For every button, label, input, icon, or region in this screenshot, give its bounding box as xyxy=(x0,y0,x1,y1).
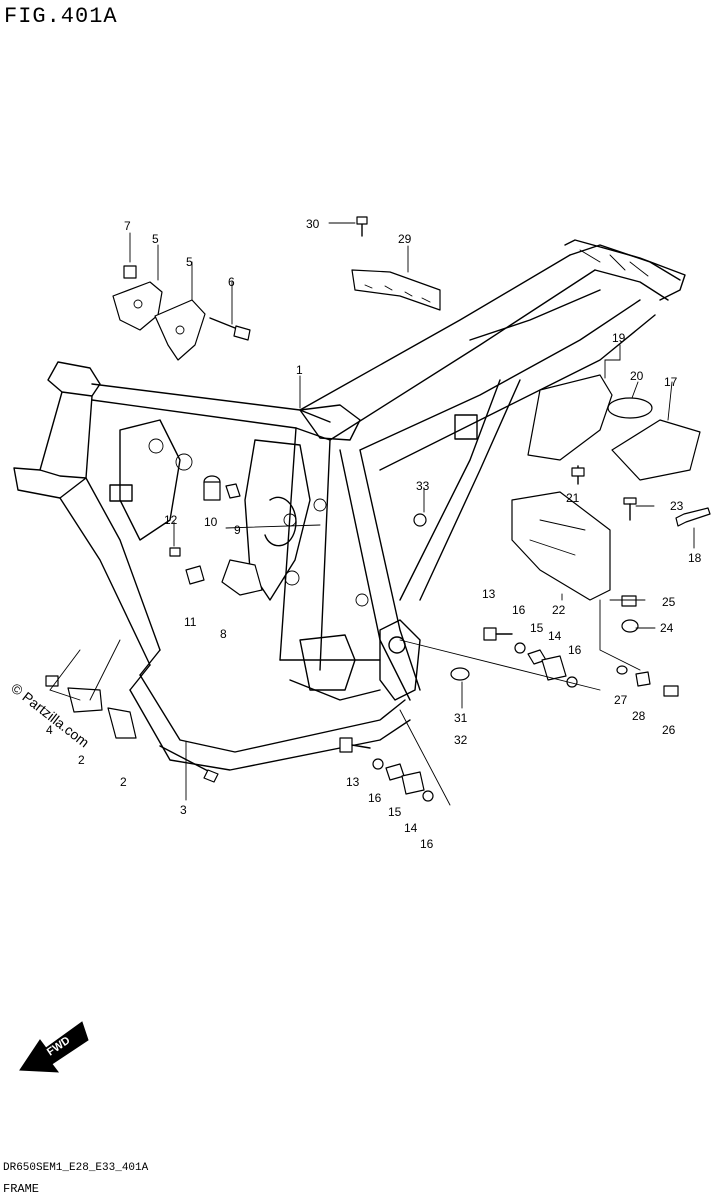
callout-22: 22 xyxy=(552,603,566,617)
callout-14: 14 xyxy=(404,821,418,835)
hardware-right xyxy=(413,497,711,697)
callout-21: 21 xyxy=(566,491,580,505)
callout-33: 33 xyxy=(416,479,430,493)
callout-2: 2 xyxy=(78,753,85,767)
hardware-left xyxy=(45,475,263,783)
callout-13: 13 xyxy=(482,587,496,601)
callout-12: 12 xyxy=(164,513,178,527)
callout-25: 25 xyxy=(662,595,676,609)
callout-5: 5 xyxy=(152,232,159,246)
callout-2: 2 xyxy=(120,775,127,789)
callout-labels: 7 5 5 6 30 29 1 19 20 17 21 23 18 33 10 … xyxy=(46,217,702,851)
hardware-bottom xyxy=(339,737,434,802)
callout-16: 16 xyxy=(420,837,434,851)
callout-20: 20 xyxy=(630,369,644,383)
callout-1: 1 xyxy=(296,363,303,377)
main-frame xyxy=(13,239,686,771)
top-bracket-part29 xyxy=(351,216,441,311)
air-duct-parts xyxy=(511,374,701,601)
callout-13: 13 xyxy=(346,775,360,789)
callout-14: 14 xyxy=(548,629,562,643)
callout-9: 9 xyxy=(234,523,241,537)
callout-15: 15 xyxy=(530,621,544,635)
fwd-arrow-icon: FWD xyxy=(19,1021,89,1073)
callout-16: 16 xyxy=(512,603,526,617)
callout-16: 16 xyxy=(368,791,382,805)
callout-4: 4 xyxy=(46,723,53,737)
footer-diagram-code: DR650SEM1_E28_E33_401A xyxy=(3,1162,149,1174)
callout-19: 19 xyxy=(612,331,626,345)
callout-16: 16 xyxy=(568,643,582,657)
callout-5: 5 xyxy=(186,255,193,269)
callout-32: 32 xyxy=(454,733,468,747)
callout-15: 15 xyxy=(388,805,402,819)
callout-24: 24 xyxy=(660,621,674,635)
callout-8: 8 xyxy=(220,627,227,641)
callout-27: 27 xyxy=(614,693,628,707)
callout-6: 6 xyxy=(228,275,235,289)
callout-11: 11 xyxy=(184,615,197,629)
callout-3: 3 xyxy=(180,803,187,817)
callout-23: 23 xyxy=(670,499,684,513)
callout-10: 10 xyxy=(204,515,218,529)
figure-label: FIG.401A xyxy=(4,4,118,29)
callout-29: 29 xyxy=(398,232,412,246)
callout-7: 7 xyxy=(124,219,131,233)
callout-17: 17 xyxy=(664,375,678,389)
callout-28: 28 xyxy=(632,709,646,723)
callout-31: 31 xyxy=(454,711,468,725)
leader-lines xyxy=(49,222,695,806)
callout-18: 18 xyxy=(688,551,702,565)
callout-26: 26 xyxy=(662,723,676,737)
callout-30: 30 xyxy=(306,217,320,231)
footer-section-title: FRAME xyxy=(3,1182,40,1196)
